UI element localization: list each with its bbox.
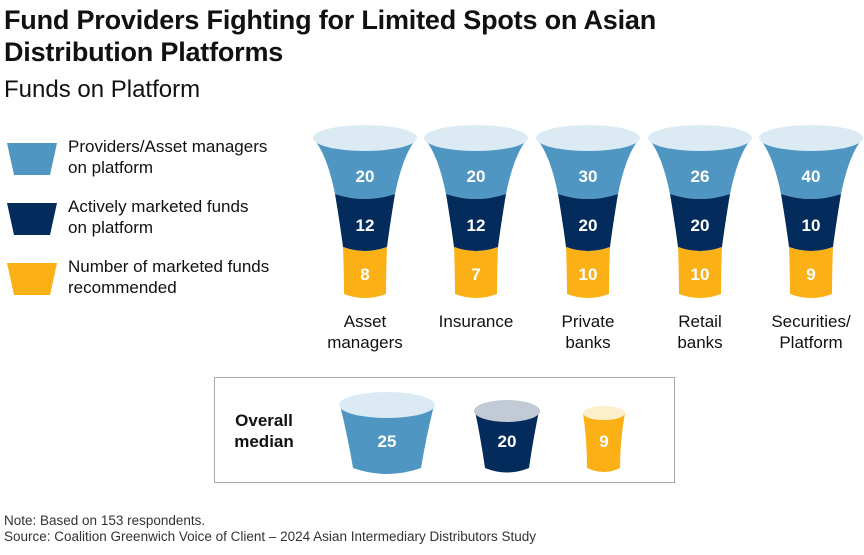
overall-median-label: Overall median xyxy=(229,410,299,452)
value-providers: 26 xyxy=(691,167,710,186)
chart-title-line2: Distribution Platforms xyxy=(4,37,284,67)
legend-swatch-actively-marketed-icon xyxy=(7,203,57,235)
median-value-recommended: 9 xyxy=(599,432,608,451)
value-providers: 40 xyxy=(802,167,821,186)
funnel-retail-banks: 26 20 10 xyxy=(648,125,752,298)
legend-label-line2: on platform xyxy=(68,158,154,177)
value-actively: 20 xyxy=(691,216,710,235)
median-value-actively: 20 xyxy=(498,432,517,451)
median-cup-recommended: 9 xyxy=(583,406,625,472)
category-label-line2: managers xyxy=(327,333,403,352)
category-label-line2: banks xyxy=(565,333,611,352)
legend-label-line1: Number of marketed funds xyxy=(68,257,270,276)
funnel-insurance: 20 12 7 xyxy=(424,125,528,298)
overall-median-panel: Overall median 25 20 9 xyxy=(214,377,675,483)
legend-label-line2: recommended xyxy=(68,278,177,297)
value-providers: 20 xyxy=(356,167,375,186)
legend-swatch-providers-icon xyxy=(7,143,57,175)
category-label-line1: Asset xyxy=(343,312,387,331)
category-label-line1: Securities/ xyxy=(771,312,851,331)
value-actively: 20 xyxy=(579,216,598,235)
median-cup-actively: 20 xyxy=(474,400,540,473)
footer: Note: Based on 153 respondents. Source: … xyxy=(4,513,536,545)
footer-note: Note: Based on 153 respondents. xyxy=(4,513,206,528)
median-label-line1: Overall xyxy=(235,411,293,430)
footer-source: Source: Coalition Greenwich Voice of Cli… xyxy=(4,529,537,544)
value-recommended: 8 xyxy=(360,265,369,284)
category-label-retail-banks: Retail banks xyxy=(645,311,755,353)
category-label-asset-managers: Asset managers xyxy=(310,311,420,353)
value-recommended: 10 xyxy=(691,265,710,284)
category-label-line1: Insurance xyxy=(438,312,514,331)
value-providers: 30 xyxy=(579,167,598,186)
funnel-chart: 20 12 8 20 12 7 30 20 10 26 20 10 40 10 … xyxy=(313,125,863,298)
category-label-insurance: Insurance xyxy=(421,311,531,332)
median-label-line2: median xyxy=(234,432,294,451)
category-label-line2: Platform xyxy=(779,333,843,352)
chart-title: Fund Providers Fighting for Limited Spot… xyxy=(4,4,656,68)
median-cup-providers: 25 xyxy=(339,392,435,474)
value-recommended: 7 xyxy=(471,265,480,284)
funnel-securities-platform: 40 10 9 xyxy=(759,125,863,298)
legend-label-line1: Actively marketed funds xyxy=(68,197,249,216)
overall-median-cups: 25 20 9 xyxy=(339,392,625,474)
value-recommended: 9 xyxy=(806,265,815,284)
value-actively: 10 xyxy=(802,216,821,235)
legend-swatch-recommended-icon xyxy=(7,263,57,295)
value-providers: 20 xyxy=(467,167,486,186)
funnel-private-banks: 30 20 10 xyxy=(536,125,640,298)
category-label-line1: Retail xyxy=(678,312,722,331)
legend-label-line2: on platform xyxy=(68,218,154,237)
category-label-private-banks: Private banks xyxy=(533,311,643,353)
legend-label-line1: Providers/Asset managers xyxy=(68,137,268,156)
chart-subtitle: Funds on Platform xyxy=(4,76,201,103)
category-label-line1: Private xyxy=(561,312,615,331)
category-label-securities-platform: Securities/ Platform xyxy=(752,311,864,353)
chart-title-line1: Fund Providers Fighting for Limited Spot… xyxy=(4,5,657,35)
value-recommended: 10 xyxy=(579,265,598,284)
category-label-line2: banks xyxy=(677,333,723,352)
value-actively: 12 xyxy=(467,216,486,235)
value-actively: 12 xyxy=(356,216,375,235)
funnel-asset-managers: 20 12 8 xyxy=(313,125,417,298)
median-value-providers: 25 xyxy=(378,432,397,451)
